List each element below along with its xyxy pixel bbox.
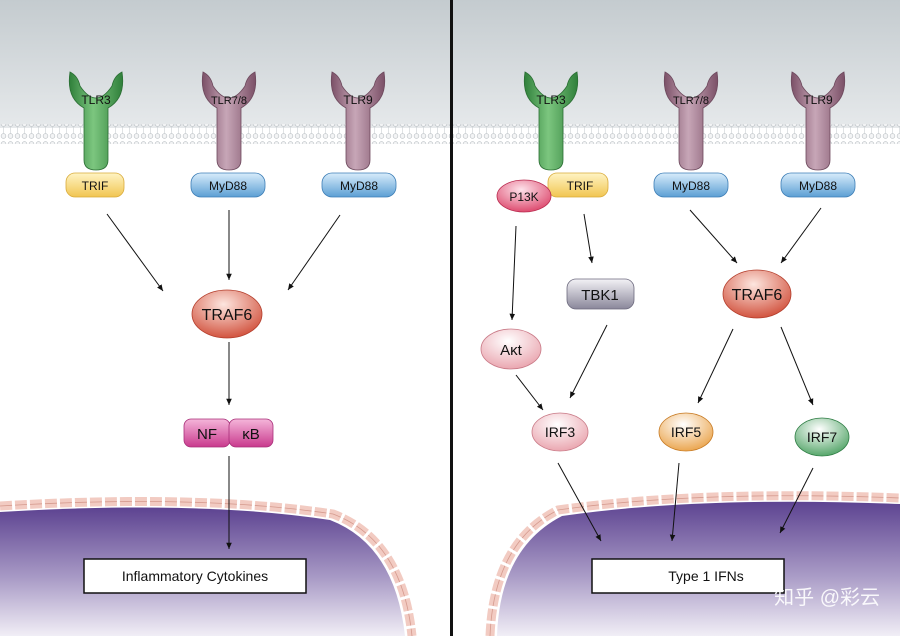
right-tlr78-label: TLR7/8 (673, 95, 709, 107)
right-panel: TLR3 TLR7/8 TLR9 TRIF P13K MyD88 MyD88 (453, 0, 900, 636)
left-nf-label: NF (197, 426, 217, 443)
arrow-myd88b-traf6 (287, 214, 341, 291)
right-myd88-label-1: MyD88 (672, 179, 710, 193)
right-tbk1-label: TBK1 (581, 287, 619, 304)
arrow-trif-tbk1 (583, 213, 594, 264)
right-trif-adaptor: TRIF (547, 172, 609, 198)
left-traf6-label: TRAF6 (202, 307, 253, 324)
left-tlr9-receptor: TLR9 (330, 71, 386, 171)
arrow-myd88-traf6 (689, 209, 738, 264)
left-output-box: Inflammatory Cytokines (83, 558, 307, 594)
right-p13k-label: P13K (509, 190, 538, 204)
left-output-label: Inflammatory Cytokines (122, 568, 268, 584)
arrow-irf5-ifn (669, 462, 680, 542)
left-myd88-label-2: MyD88 (340, 179, 378, 193)
arrow-myd88b-traf6 (780, 207, 822, 264)
left-myd88-adaptor-2: MyD88 (321, 172, 397, 198)
left-tlr78-label: TLR7/8 (211, 95, 247, 107)
left-tlr9-label: TLR9 (343, 93, 373, 107)
left-tlr78-receptor: TLR7/8 (201, 71, 257, 171)
right-extracellular (453, 0, 900, 128)
right-irf5-label: IRF5 (671, 424, 702, 440)
left-kb-label: κB (242, 426, 260, 443)
left-tlr3-label: TLR3 (81, 93, 111, 107)
right-tlr78-receptor: TLR7/8 (663, 71, 719, 171)
right-output-label: Type 1 IFNs (668, 568, 743, 584)
left-tlr3-receptor: TLR3 (68, 71, 124, 171)
arrow-tbk1-irf3 (569, 324, 608, 399)
right-trif-label: TRIF (567, 179, 594, 193)
arrow-traf6-irf5 (697, 328, 734, 404)
left-trif-adaptor: TRIF (65, 172, 125, 198)
right-irf3-node: IRF3 (531, 412, 589, 452)
right-akt-node: Aκt (480, 328, 542, 370)
right-output-box: Type 1 IFNs (591, 558, 785, 594)
arrow-trif-traf6 (106, 213, 164, 292)
right-myd88-adaptor-2: MyD88 (780, 172, 856, 198)
right-tlr3-label: TLR3 (536, 93, 566, 107)
arrow-p13k-akt (509, 225, 517, 321)
left-myd88-label-1: MyD88 (209, 179, 247, 193)
left-arrows (106, 210, 341, 549)
right-traf6-node: TRAF6 (722, 269, 792, 319)
left-trif-label: TRIF (82, 179, 109, 193)
left-traf6-node: TRAF6 (191, 289, 263, 339)
right-membrane (453, 124, 900, 144)
right-p13k-node: P13K (496, 179, 552, 213)
right-akt-label: Aκt (500, 342, 523, 359)
left-panel: TLR3 TLR7/8 TLR9 TRIF MyD88 MyD88 (0, 0, 450, 636)
right-irf5-node: IRF5 (658, 412, 714, 452)
right-irf3-label: IRF3 (545, 424, 576, 440)
right-tlr9-label: TLR9 (803, 93, 833, 107)
arrow-traf6-irf7 (780, 326, 814, 406)
panel-divider (450, 0, 453, 636)
arrow-irf3-ifn (557, 462, 602, 542)
right-tbk1-node: TBK1 (566, 278, 635, 310)
right-tlr9-receptor: TLR9 (790, 71, 846, 171)
right-traf6-label: TRAF6 (732, 287, 783, 304)
right-myd88-label-2: MyD88 (799, 179, 837, 193)
right-irf7-label: IRF7 (807, 429, 838, 445)
right-irf7-node: IRF7 (794, 417, 850, 457)
right-myd88-adaptor-1: MyD88 (653, 172, 729, 198)
left-nfkb-node: NF κB (183, 418, 274, 448)
arrow-irf7-ifn (779, 467, 814, 534)
right-tlr3-receptor: TLR3 (523, 71, 579, 171)
right-arrows (509, 207, 822, 542)
arrow-akt-irf3 (515, 374, 544, 411)
watermark-text: 知乎 @彩云 (774, 586, 880, 609)
left-myd88-adaptor-1: MyD88 (190, 172, 266, 198)
